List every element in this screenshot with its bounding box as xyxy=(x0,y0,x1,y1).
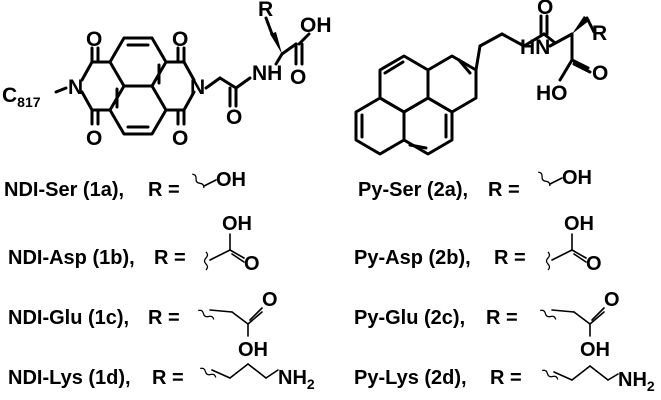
side-chain-asp: OH O xyxy=(203,213,260,275)
compound-label: Py-Lys (2d), xyxy=(354,367,467,389)
ndi-oxygen-atom: O xyxy=(86,127,102,150)
side-chain-ser: OH xyxy=(192,169,246,191)
ndi-imide-nitrogen: N xyxy=(68,76,83,99)
side-chain-glu: O OH xyxy=(540,289,620,361)
ndi-right-imide: O O N xyxy=(164,28,205,150)
compound-labels-left: NDI-Ser (1a), R = NDI-Asp (1b), R = NDI-… xyxy=(4,179,186,389)
amine-group: NH2 xyxy=(278,367,315,392)
side-chain-lys: NH2 xyxy=(542,365,655,394)
hydroxyl-group: OH xyxy=(222,213,252,235)
r-equals: R = xyxy=(154,247,186,269)
r-equals: R = xyxy=(152,367,184,389)
py-carboxyl-oxygen: O xyxy=(592,62,608,85)
side-chain-ser: OH xyxy=(538,167,592,189)
hydroxyl-group: OH xyxy=(562,167,592,189)
ndi-amide-oxygen: O xyxy=(226,106,242,129)
py-amide-nh: HN xyxy=(520,36,550,59)
ndi-acid-oh: OH xyxy=(300,14,332,37)
amine-group: NH2 xyxy=(618,369,655,394)
hydroxyl-group: OH xyxy=(580,339,610,361)
py-pyrene-core xyxy=(354,54,478,156)
py-structure: O HN R O HO xyxy=(354,0,608,156)
ndi-oxygen-atom: O xyxy=(172,28,188,51)
ndi-r-group: R xyxy=(258,0,273,21)
ndi-imide-nitrogen: N xyxy=(190,76,205,99)
compound-label: NDI-Lys (1d), xyxy=(8,367,131,389)
side-chain-lys: NH2 xyxy=(200,363,315,392)
r-equals: R = xyxy=(494,247,526,269)
py-r-group: R xyxy=(592,22,607,45)
carbonyl-oxygen: O xyxy=(262,289,278,311)
ndi-structure: O O N C817 O O N O NH xyxy=(2,0,332,150)
compound-label: NDI-Asp (1b), xyxy=(8,247,135,269)
r-equals: R = xyxy=(148,307,180,329)
ndi-amide-nh: NH xyxy=(252,62,282,85)
carbonyl-oxygen: O xyxy=(586,253,602,275)
ndi-amino-acid-arm: O NH R O OH xyxy=(204,0,332,129)
py-acid-oh: HO xyxy=(536,82,568,105)
hydroxyl-group: OH xyxy=(238,339,268,361)
carbonyl-oxygen: O xyxy=(604,289,620,311)
r-equals: R = xyxy=(148,179,180,201)
compound-label: Py-Ser (2a), xyxy=(358,179,468,201)
ndi-oxygen-atom: O xyxy=(86,28,102,51)
compound-label: NDI-Glu (1c), xyxy=(8,307,129,329)
compound-label: Py-Glu (2c), xyxy=(354,307,465,329)
hydroxyl-group: OH xyxy=(564,213,594,235)
ndi-carboxyl-oxygen: O xyxy=(290,66,306,89)
side-chain-asp: OH O xyxy=(545,213,602,275)
r-equals: R = xyxy=(490,367,522,389)
compound-label: Py-Asp (2b), xyxy=(354,247,471,269)
carbonyl-oxygen: O xyxy=(244,253,260,275)
ndi-oxygen-atom: O xyxy=(172,127,188,150)
compound-label: NDI-Ser (1a), xyxy=(4,179,124,201)
hydroxyl-group: OH xyxy=(216,169,246,191)
side-chain-glu: O OH xyxy=(198,289,278,361)
ndi-alkyl-chain: C817 xyxy=(2,84,41,110)
py-linker-arm: O HN R O HO xyxy=(474,0,608,105)
compound-labels-right: Py-Ser (2a), R = Py-Asp (2b), R = Py-Glu… xyxy=(354,179,526,389)
r-equals: R = xyxy=(486,307,518,329)
r-equals: R = xyxy=(488,179,520,201)
ndi-naphthalene-core xyxy=(108,36,168,136)
ndi-left-imide: O O N C817 xyxy=(2,28,112,150)
py-amide-oxygen: O xyxy=(537,0,553,19)
